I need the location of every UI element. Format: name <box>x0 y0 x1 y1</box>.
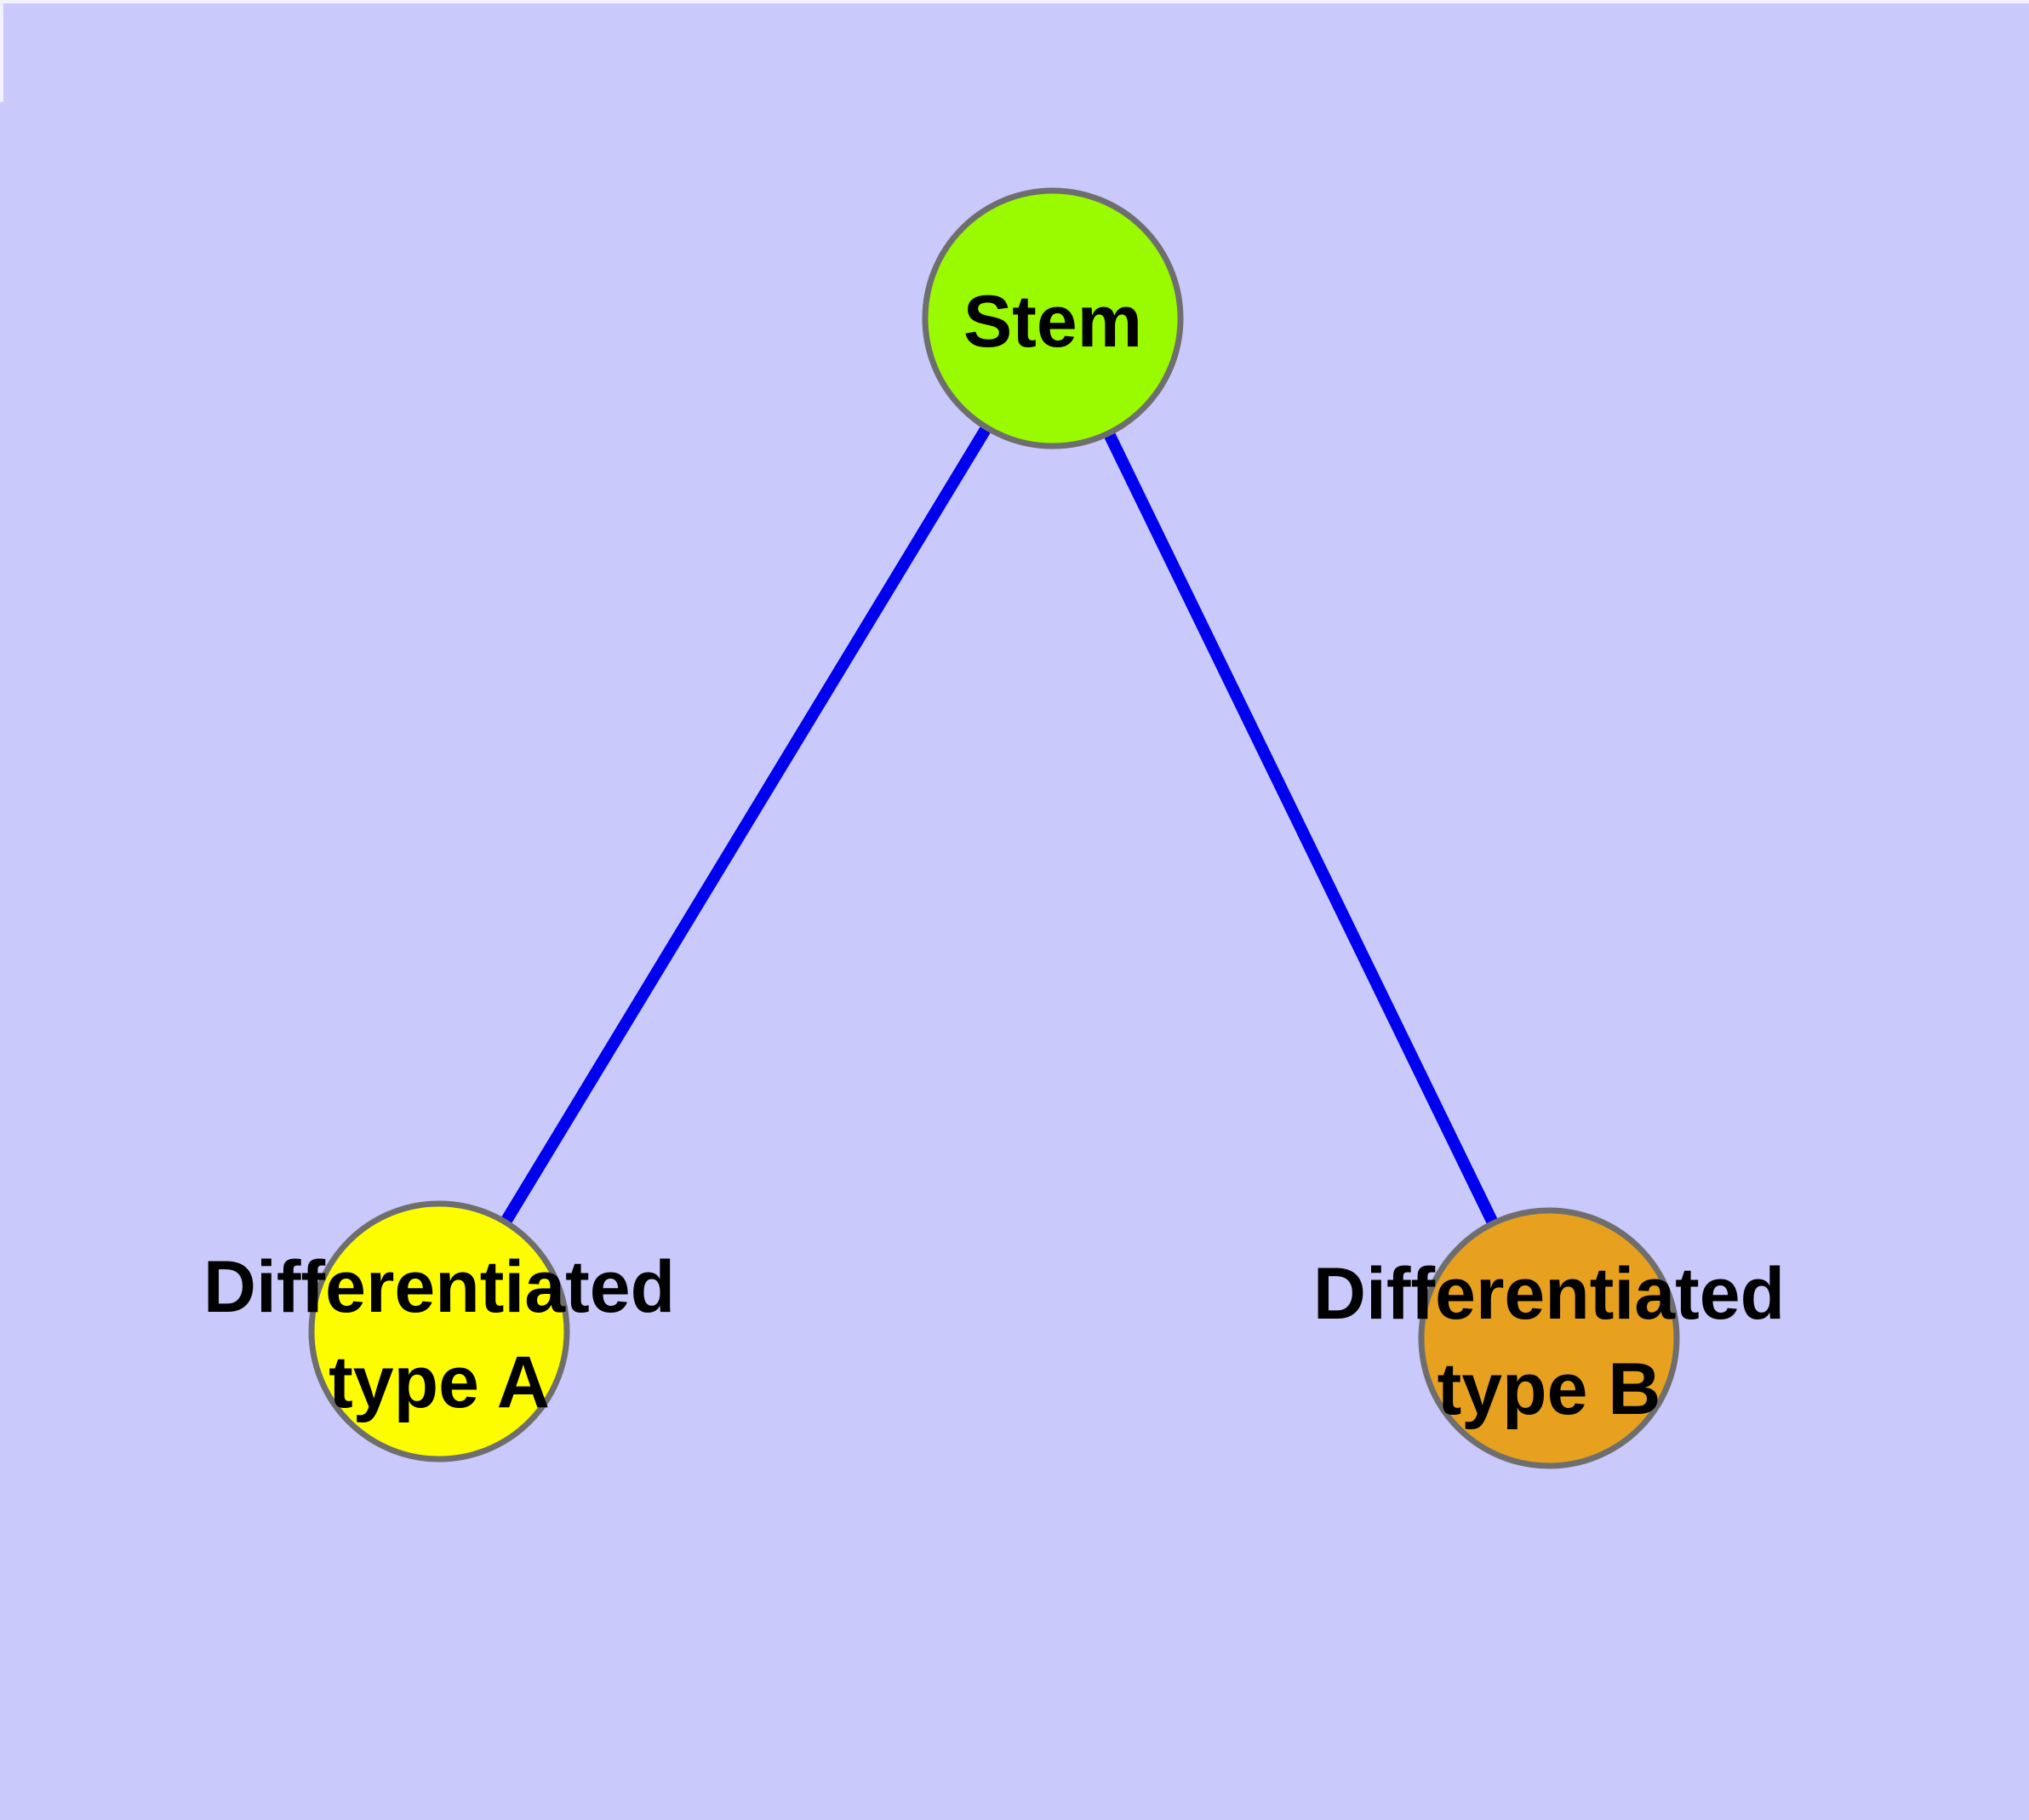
node-label-line: Stem <box>963 281 1142 363</box>
node-circle-diff-a[interactable] <box>308 1200 570 1462</box>
node-label-diff-b: Differentiated type B <box>1313 1253 1785 1430</box>
node-label-line: type B <box>1437 1348 1661 1430</box>
node-label-diff-a: Differentiated type A <box>203 1246 675 1423</box>
window-left-edge-highlight <box>0 0 3 102</box>
node-label-line: Differentiated <box>1313 1253 1785 1335</box>
window-top-edge-highlight <box>0 0 2029 3</box>
nodes-layer <box>308 187 1680 1469</box>
edge-stem-diff-a <box>434 315 1058 1335</box>
node-label-stem: Stem <box>963 281 1142 363</box>
node-circle-stem[interactable] <box>922 187 1184 449</box>
node-label-line: Differentiated <box>203 1246 675 1328</box>
node-circle-diff-b[interactable] <box>1418 1207 1680 1469</box>
node-label-line: type A <box>329 1342 550 1423</box>
edges-layer <box>434 315 1555 1342</box>
edge-stem-diff-b <box>1047 315 1555 1342</box>
